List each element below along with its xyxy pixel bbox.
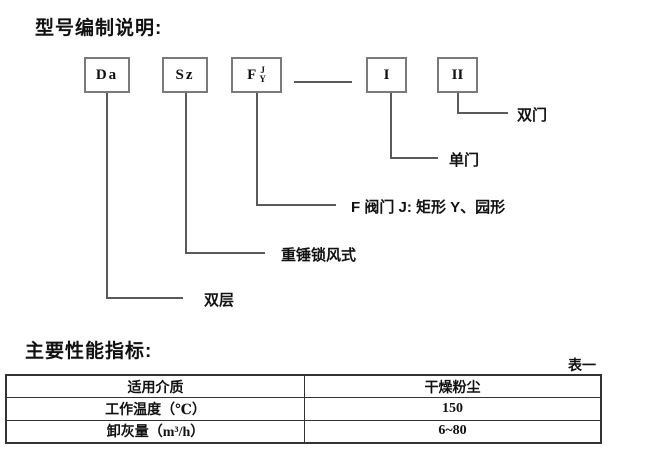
callout-label-valve-shape: F 阀门 J: 矩形 Y、园形 — [351, 199, 506, 216]
callout-line-ii-horizontal — [457, 112, 508, 114]
callout-label-double-layer: 双层 — [204, 292, 235, 309]
callout-line-da-horizontal — [106, 297, 183, 299]
model-box-f-sub: Y — [259, 74, 266, 84]
model-box-sz: Sz — [162, 57, 208, 93]
performance-table: 适用介质 干燥粉尘 工作温度（℃） 150 卸灰量（m³/h） 6~80 — [5, 374, 602, 444]
model-box-da: Da — [84, 57, 130, 93]
callout-label-hammer-lock: 重锤锁风式 — [281, 247, 357, 264]
callout-line-sz-vertical — [185, 93, 187, 253]
table-cell-medium-label: 适用介质 — [5, 374, 305, 399]
model-box-da-label: Da — [95, 66, 119, 83]
model-box-i-label: I — [383, 66, 390, 83]
table-cell-medium-value: 干燥粉尘 — [304, 374, 602, 399]
connector-dash-f-to-i — [294, 81, 352, 83]
callout-line-f-horizontal — [256, 204, 336, 206]
table-cell-discharge-value: 6~80 — [304, 419, 602, 444]
callout-line-i-horizontal — [390, 157, 438, 159]
callout-label-double-door: 双门 — [517, 107, 548, 124]
table-row: 卸灰量（m³/h） 6~80 — [5, 419, 602, 444]
model-box-i: I — [366, 57, 407, 93]
model-box-sz-label: Sz — [175, 66, 195, 83]
callout-line-i-vertical — [390, 93, 392, 158]
callout-label-single-door: 单门 — [449, 152, 480, 169]
table-cell-temperature-value: 150 — [304, 397, 602, 421]
page-title: 型号编制说明: — [35, 18, 163, 39]
model-box-f: F J Y — [231, 57, 282, 93]
model-box-f-sup: J — [260, 65, 265, 75]
callout-line-sz-horizontal — [185, 252, 265, 254]
table-cell-temperature-label: 工作温度（℃） — [5, 397, 305, 421]
callout-line-ii-vertical — [457, 93, 459, 113]
callout-line-da-vertical — [106, 93, 108, 298]
model-box-ii-label: II — [451, 66, 464, 83]
model-box-f-supsub: J Y — [259, 66, 266, 84]
table-caption: 表一 — [568, 357, 596, 373]
model-box-ii: II — [437, 57, 478, 93]
table-cell-discharge-label: 卸灰量（m³/h） — [5, 419, 305, 444]
performance-heading: 主要性能指标: — [25, 341, 153, 362]
table-row: 适用介质 干燥粉尘 — [5, 374, 602, 399]
table-row: 工作温度（℃） 150 — [5, 397, 602, 421]
model-box-f-label: F — [247, 66, 259, 83]
callout-line-f-vertical — [256, 93, 258, 205]
